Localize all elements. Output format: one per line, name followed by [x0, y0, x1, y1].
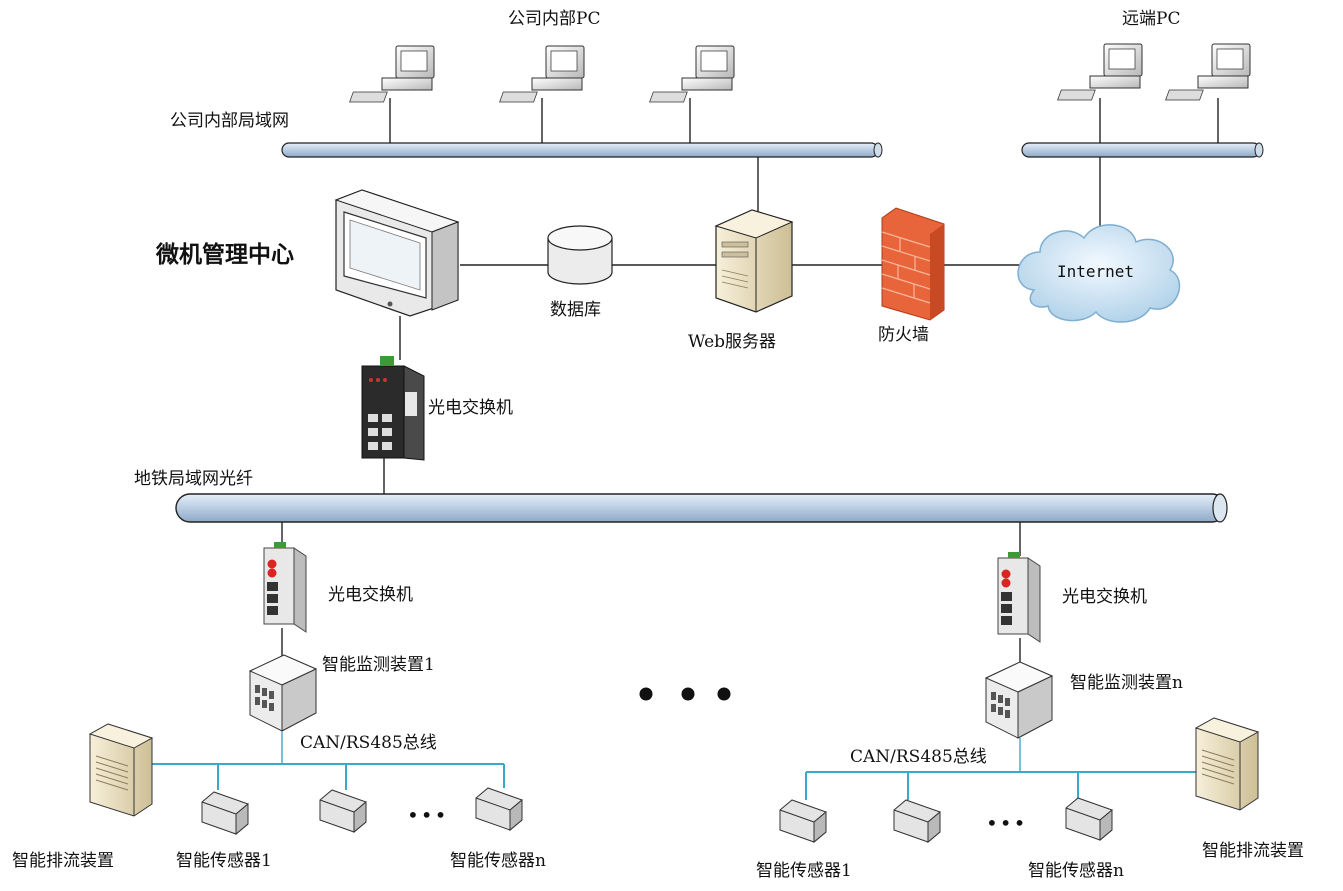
internal-lan-label: 公司内部局域网 — [170, 111, 289, 131]
internet-label: Internet — [1057, 262, 1134, 281]
left-sensor-1-icon — [201, 791, 249, 835]
metro-fiber-label: 地铁局域网光纤 — [134, 469, 253, 489]
right-drain-label: 智能排流装置 — [1202, 841, 1304, 861]
database-label: 数据库 — [550, 300, 601, 320]
internal-pc-2-icon — [499, 45, 585, 103]
left-sensor-n-label: 智能传感器n — [450, 851, 546, 871]
internal-pc-label: 公司内部PC — [508, 9, 600, 29]
control-center-label: 微机管理中心 — [155, 241, 294, 268]
internal-pc-3-icon — [649, 45, 735, 103]
branch-ellipsis — [639, 687, 731, 701]
right-sensor-n-label: 智能传感器n — [1028, 861, 1124, 881]
crt-monitor-icon — [334, 189, 460, 317]
main-switch-label: 光电交换机 — [428, 398, 513, 418]
left-switch-label: 光电交换机 — [328, 585, 413, 605]
right-sensor-1-label: 智能传感器1 — [756, 861, 852, 881]
left-drain-label: 智能排流装置 — [12, 851, 114, 871]
right-monitor-label: 智能监测装置n — [1070, 673, 1183, 693]
left-sensor-1-label: 智能传感器1 — [176, 851, 272, 871]
remote-lan-pipe — [1021, 142, 1264, 158]
left-drain-cabinet-icon — [89, 723, 153, 817]
tower-server-icon — [714, 209, 794, 313]
database-cylinder-icon — [547, 225, 613, 285]
remote-pc-1-icon — [1057, 43, 1143, 101]
right-bus-label: CAN/RS485总线 — [850, 747, 987, 767]
left-optical-switch-icon — [263, 541, 307, 633]
right-switch-label: 光电交换机 — [1062, 587, 1147, 607]
left-sensor-n-icon — [475, 787, 523, 831]
right-monitor-box-icon — [985, 661, 1053, 739]
left-monitor-box-icon — [249, 654, 317, 732]
right-sensor-n-icon — [1065, 797, 1113, 841]
internet-cloud-icon — [1017, 224, 1181, 323]
right-sensor-2-icon — [893, 799, 941, 843]
metro-fiber-pipe — [175, 493, 1228, 523]
internal-lan-pipe — [281, 142, 883, 158]
firewall-label: 防火墙 — [878, 325, 929, 345]
main-optical-switch-icon — [361, 356, 425, 461]
left-bus-label: CAN/RS485总线 — [300, 733, 437, 753]
left-sensor-ellipsis: ••• — [407, 803, 448, 827]
left-sensor-2-icon — [319, 789, 367, 833]
remote-pc-2-icon — [1165, 43, 1251, 101]
right-sensor-ellipsis: ••• — [986, 811, 1027, 835]
right-drain-cabinet-icon — [1195, 717, 1259, 811]
remote-pc-label: 远端PC — [1122, 9, 1180, 29]
right-optical-switch-icon — [997, 551, 1041, 643]
left-monitor-label: 智能监测装置1 — [322, 655, 435, 675]
right-sensor-1-icon — [779, 799, 827, 843]
brick-firewall-icon — [881, 207, 945, 321]
internal-pc-1-icon — [349, 45, 435, 103]
web-server-label: Web服务器 — [688, 332, 776, 352]
